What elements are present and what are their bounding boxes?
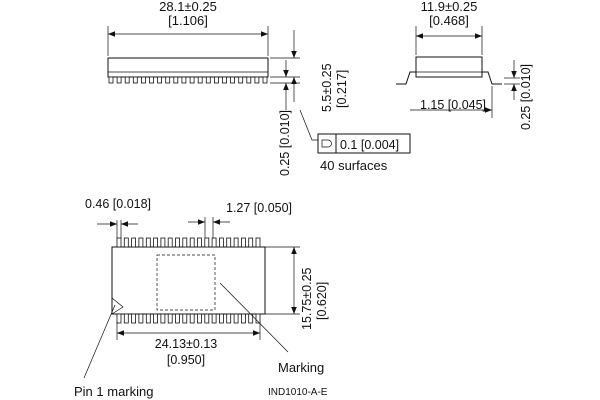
side-lead (140, 76, 146, 84)
top-lead-upper (182, 237, 188, 248)
side-lead (254, 76, 260, 84)
top-lead-lower (131, 313, 137, 324)
pin1-marker-icon (111, 297, 124, 315)
top-lead-lower (116, 313, 122, 324)
top-pitch: 1.27 [0.050] (226, 201, 292, 215)
top-lead-upper (248, 237, 254, 248)
top-lead-upper (197, 237, 202, 248)
top-lead-lower (211, 313, 217, 324)
side-length-mm: 28.1±0.25 (159, 0, 217, 14)
top-width-in: [0.620] (315, 282, 329, 320)
top-view-leads (116, 237, 261, 324)
top-lead-upper (123, 237, 129, 248)
top-lead-upper (226, 237, 232, 248)
end-view: 11.9±0.25 [0.468] 1.15 [0.045] 0.25 [0.0… (396, 0, 533, 130)
side-height-in: [0.217] (335, 70, 349, 108)
flatness-note: 40 surfaces (320, 158, 388, 173)
top-lead-lower (233, 313, 239, 324)
top-view: 0.46 [0.018] 1.27 [0.050] 15.75±0.25 [0.… (74, 197, 329, 399)
side-lead (108, 76, 114, 84)
side-view-body (107, 57, 269, 78)
top-lead-upper (255, 237, 261, 248)
top-lead-upper (153, 237, 159, 248)
flatness-symbol-icon (321, 139, 332, 148)
top-span-mm: 24.13±0.13 (155, 337, 218, 351)
top-lead-lower (218, 313, 224, 324)
top-lead-lower (160, 313, 166, 324)
top-lead-lower (204, 313, 210, 324)
side-lead (149, 76, 154, 84)
top-lead-width: 0.46 [0.018] (85, 197, 151, 211)
side-lead (173, 76, 179, 84)
side-height-mm: 5.5±0.25 (320, 63, 334, 112)
side-lead (205, 76, 211, 84)
top-lead-lower (197, 313, 202, 324)
top-lead-lower (123, 313, 129, 324)
top-view-body (111, 246, 266, 315)
top-lead-lower (167, 313, 173, 324)
side-lead (181, 76, 187, 84)
top-width-mm: 15.75±0.25 (300, 267, 314, 330)
top-lead-lower (175, 313, 180, 324)
end-view-body (415, 56, 483, 78)
side-lead (132, 76, 138, 84)
top-lead-lower (226, 313, 232, 324)
top-lead-upper (131, 237, 137, 248)
marking-label: Marking (278, 360, 324, 375)
top-lead-lower (189, 313, 195, 324)
end-standoff: 0.25 [0.010] (519, 64, 533, 130)
top-lead-upper (160, 237, 166, 248)
top-lead-upper (233, 237, 239, 248)
end-view-lead-right (482, 71, 502, 85)
top-lead-upper (204, 237, 210, 248)
side-length-in: [1.106] (168, 13, 208, 28)
end-width-mm: 11.9±0.25 (421, 0, 478, 14)
flatness-callout: 0.1 [0.004] 40 surfaces (299, 109, 411, 173)
marking-area (156, 254, 216, 311)
top-lead-upper (240, 237, 246, 248)
side-lead (124, 76, 130, 84)
pin1-label: Pin 1 marking (74, 384, 153, 399)
top-lead-lower (145, 313, 151, 324)
top-lead-upper (189, 237, 195, 248)
end-width-in: [0.468] (429, 13, 469, 28)
side-lead (213, 76, 219, 84)
side-lead (197, 76, 203, 84)
top-lead-upper (218, 237, 224, 248)
top-lead-upper (138, 237, 144, 248)
side-standoff: 0.25 [0.010] (278, 110, 292, 176)
end-view-lead-left (396, 71, 416, 85)
side-view: 28.1±0.25 [1.106] 5.5±0.25 [0.217] 0.25 … (107, 0, 349, 176)
side-lead (165, 76, 171, 84)
side-lead (222, 76, 227, 84)
top-lead-lower (138, 313, 144, 324)
side-view-leads (108, 76, 268, 84)
side-lead (262, 76, 268, 84)
top-lead-upper (167, 237, 173, 248)
top-lead-upper (145, 237, 151, 248)
side-lead (246, 76, 252, 84)
top-lead-upper (116, 237, 122, 248)
side-lead (116, 76, 122, 84)
top-lead-lower (153, 313, 159, 324)
side-lead (238, 76, 244, 84)
flatness-frame (317, 133, 411, 154)
top-lead-upper (175, 237, 180, 248)
top-span-in: [0.950] (167, 353, 205, 367)
drawing-id: IND1010-A-E (268, 387, 328, 398)
end-lead: 1.15 [0.045] (420, 98, 486, 112)
top-lead-lower (240, 313, 246, 324)
side-lead (230, 76, 236, 84)
side-lead (157, 76, 163, 84)
side-lead (189, 76, 195, 84)
top-lead-upper (211, 237, 217, 248)
top-lead-lower (255, 313, 261, 324)
top-lead-lower (182, 313, 188, 324)
flatness-value: 0.1 [0.004] (340, 138, 399, 152)
